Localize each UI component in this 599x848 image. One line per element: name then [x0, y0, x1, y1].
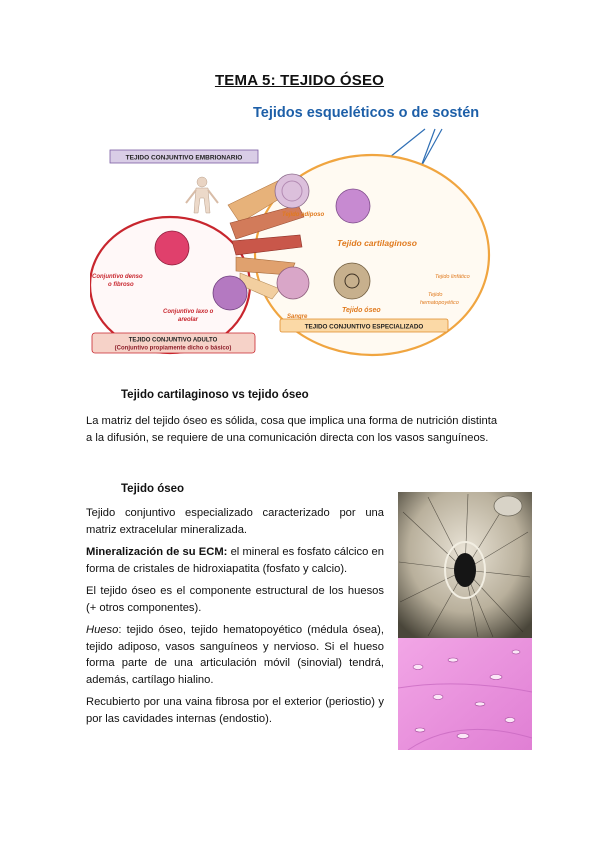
bone-definition-paragraph: Tejido conjuntivo especializado caracter…	[86, 507, 384, 536]
cartilage-micrograph	[335, 188, 371, 224]
lymphatic-label: Tejido linfático	[435, 274, 470, 280]
adult-box-label-1: TEJIDO CONJUNTIVO ADULTO	[129, 338, 218, 344]
hematopoietic-label-2: hematopoyético	[420, 300, 459, 306]
mineralization-text: el mineral es fosfato cálcico en forma d…	[86, 546, 384, 575]
dense-label-1: Conjuntivo denso	[92, 274, 143, 280]
page-title: TEMA 5: TEJIDO ÓSEO	[214, 72, 385, 89]
adipose-label: Tejido adiposo	[282, 212, 324, 218]
bone-micrograph	[333, 262, 371, 300]
bone-composition-paragraph: Hueso: tejido óseo, tejido hematopoyétic…	[86, 622, 384, 688]
figure-heading: Tejidos esqueléticos o de sostén	[253, 105, 479, 121]
section1-paragraph: La matriz del tejido óseo es sólida, cos…	[86, 413, 526, 446]
tissue-strip-3	[231, 234, 303, 256]
skeletal-tissues-figure: Tejidos esqueléticos o de sostén TEJIDO …	[88, 95, 510, 360]
bone-composition-text: : tejido óseo, tejido hematopoyético (mé…	[86, 624, 384, 686]
adipose-micrograph	[274, 173, 310, 209]
dense-label-2: o fibroso	[108, 282, 134, 288]
dense-tissue-micrograph	[154, 230, 190, 266]
section-heading-cartilage-vs-bone: Tejido cartilaginoso vs tejido óseo	[121, 389, 309, 401]
adipose-detail	[281, 180, 303, 202]
section1-line-2: a la difusión, se requiere de una comuni…	[86, 431, 489, 444]
embryonic-box-label: TEJIDO CONJUNTIVO EMBRIONARIO	[126, 155, 243, 162]
bone-micrographs	[398, 492, 532, 750]
loose-label-1: Conjuntivo laxo o	[163, 309, 214, 315]
tissues-diagram: Tejidos esqueléticos o de sostén TEJIDO …	[88, 105, 491, 357]
human-arms	[185, 189, 219, 204]
mineralization-paragraph: Mineralización de su ECM: el mineral es …	[86, 544, 384, 577]
periosteum-paragraph: Recubierto por una vaina fibrosa por el …	[86, 696, 384, 725]
canaliculi-lines	[398, 493, 531, 638]
adult-box	[91, 332, 256, 354]
adult-box-label-2: (Conjuntivo propiamente dicho o básico)	[115, 346, 232, 352]
blood-micrograph	[276, 266, 310, 300]
lacunae	[412, 649, 521, 739]
hematopoietic-label-1: Tejido	[428, 292, 442, 298]
section-heading-bone-tissue: Tejido óseo	[121, 483, 185, 495]
osteon-ring	[444, 541, 486, 599]
adjacent-osteon	[493, 495, 523, 517]
bone-term: Hueso	[86, 624, 119, 636]
micrograph-images	[398, 492, 532, 750]
specialized-box	[279, 318, 449, 333]
human-body	[193, 187, 211, 214]
human-head	[196, 176, 208, 188]
embryonic-box	[109, 149, 259, 164]
section1-line-1: La matriz del tejido óseo es sólida, cos…	[86, 415, 498, 427]
mineralization-term: Mineralización de su ECM:	[86, 546, 228, 558]
tissue-strip-2	[229, 204, 305, 240]
lamellae-lines	[398, 683, 532, 750]
bone-osteon	[344, 273, 360, 289]
bone-label: Tejido óseo	[342, 307, 381, 314]
haversian-canal	[454, 553, 476, 587]
loose-label-2: areolar	[178, 317, 199, 323]
specialized-circle	[253, 153, 491, 357]
cartilage-label: Tejido cartilaginoso	[337, 238, 417, 248]
specialized-box-label: TEJIDO CONJUNTIVO ESPECIALIZADO	[305, 324, 424, 331]
loose-tissue-micrograph	[212, 275, 248, 311]
structural-component-paragraph: El tejido óseo es el componente estructu…	[86, 585, 384, 614]
blood-label: Sangre	[287, 314, 308, 320]
bone-tissue-body: Tejido conjuntivo especializado caracter…	[86, 505, 384, 727]
